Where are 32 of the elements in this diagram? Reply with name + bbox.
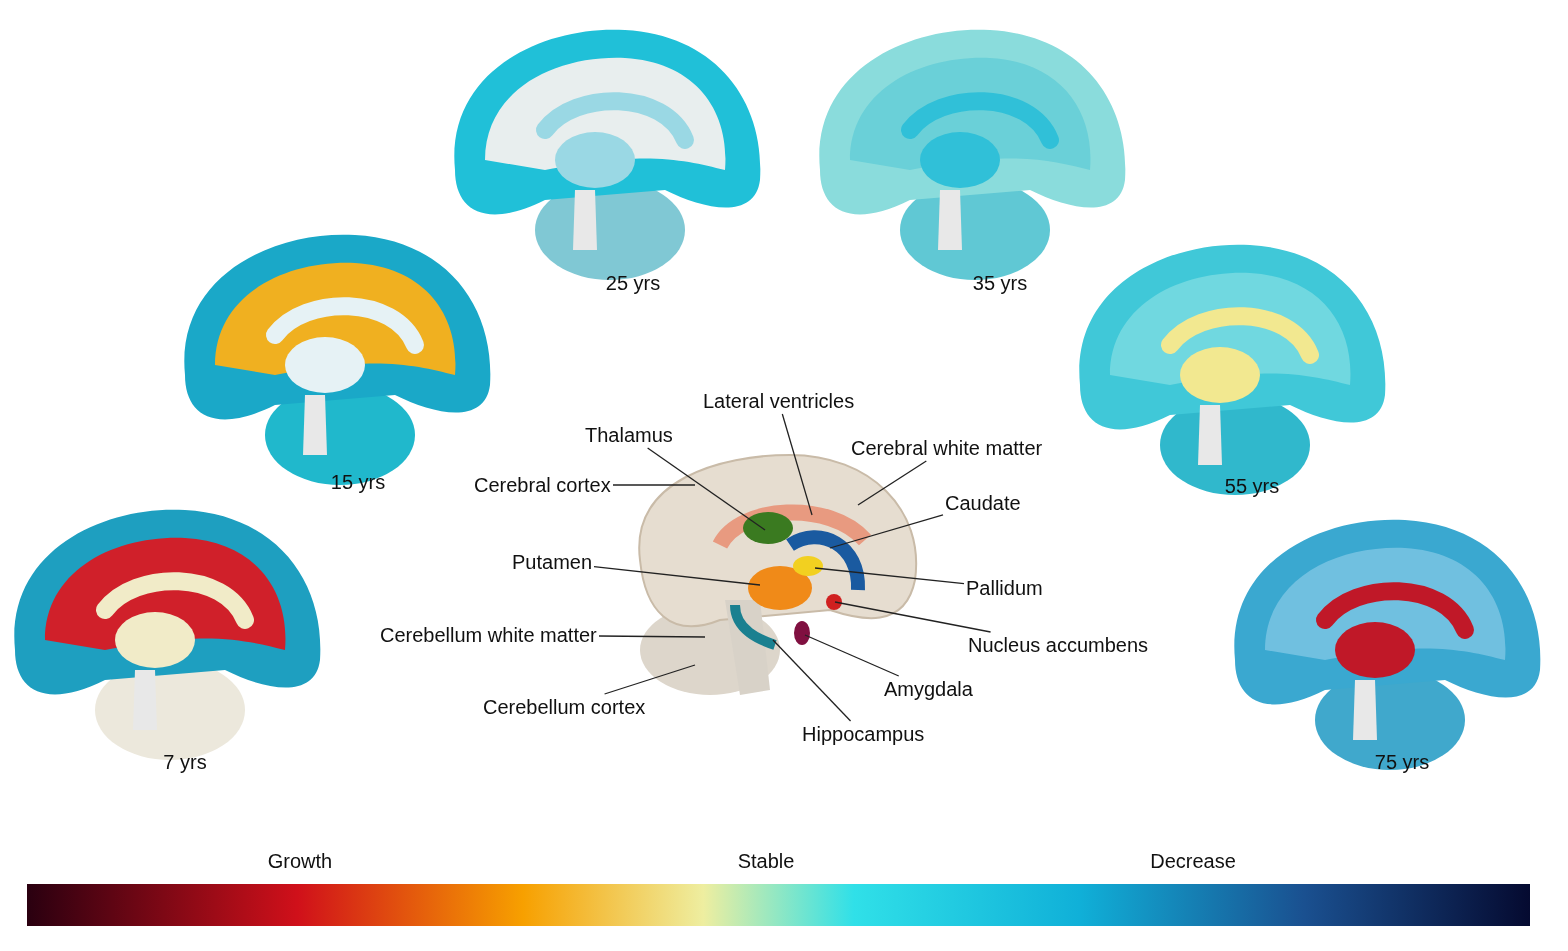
structure-label: Nucleus accumbens [968, 633, 1149, 657]
leader-line [772, 639, 852, 722]
leader-line [646, 447, 766, 531]
leader-line [829, 514, 944, 549]
age-label: 7 yrs [163, 750, 207, 774]
structure-label: Caudate [945, 491, 1021, 515]
leader-line [857, 460, 927, 506]
age-label: 25 yrs [605, 271, 661, 295]
scale-label: Decrease [1150, 849, 1236, 873]
leader-line [593, 566, 761, 586]
scale-label: Growth [267, 849, 333, 873]
structure-label: Pallidum [966, 576, 1043, 600]
structure-label: Thalamus [585, 423, 673, 447]
structure-label: Cerebral white matter [851, 436, 1043, 460]
structure-label: Amygdala [884, 677, 973, 701]
scale-label: Stable [737, 849, 795, 873]
leader-line [814, 567, 965, 585]
age-label: 35 yrs [972, 271, 1028, 295]
structure-label: Cerebral cortex [474, 473, 611, 497]
structure-label: Cerebellum cortex [483, 695, 646, 719]
structure-label: Putamen [512, 550, 593, 574]
leader-line [612, 484, 696, 486]
age-label: 55 yrs [1224, 474, 1280, 498]
structure-label: Hippocampus [802, 722, 925, 746]
leader-line [834, 601, 992, 633]
leader-line [603, 664, 696, 695]
leader-line [804, 634, 900, 677]
structure-label: Cerebellum white matter [380, 623, 597, 647]
leader-line [598, 635, 706, 638]
leader-line [781, 413, 813, 516]
structure-label: Lateral ventricles [703, 389, 855, 413]
age-label: 75 yrs [1374, 750, 1430, 774]
